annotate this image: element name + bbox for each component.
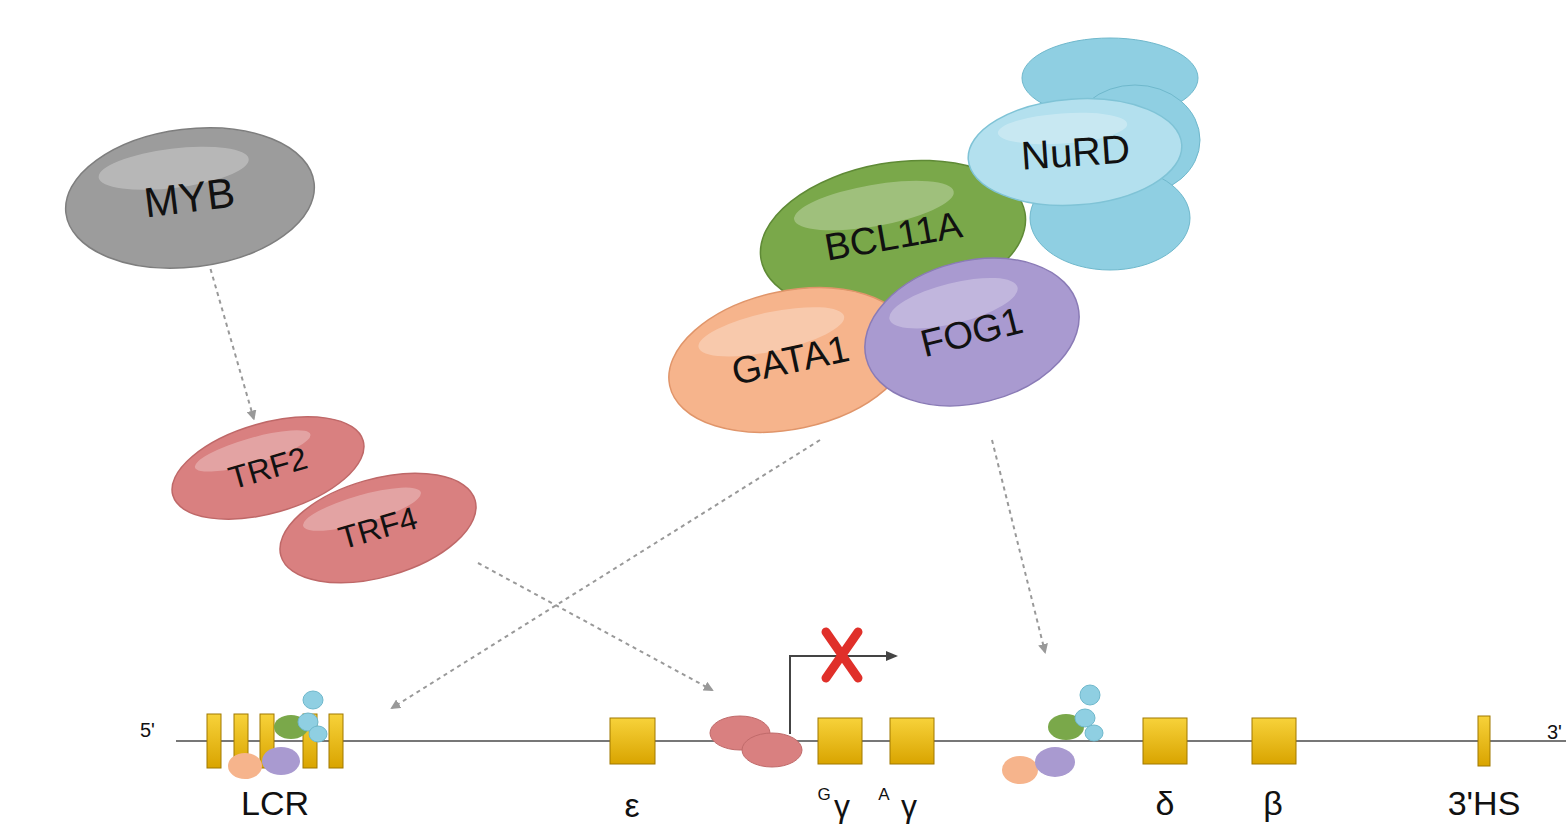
gene-box [1143,718,1187,764]
block-mark [826,632,858,678]
gene-box [818,718,862,764]
locus-label: A [878,786,889,803]
myb-ellipse: MYB [64,128,316,268]
locus-label: δ [1156,786,1175,820]
dna-strand [176,740,1566,742]
nurd-mini [303,691,323,709]
nurd-mini [1075,709,1095,727]
fog1-mini [1035,747,1075,777]
transcription-arrow [790,656,896,734]
locus-label: β [1263,786,1283,820]
ellipse-body [58,114,323,281]
hs-site [207,714,221,768]
locus-label: G [817,786,830,803]
locus-label: ε [624,788,639,822]
hs-site [329,714,343,768]
ellipse-body [267,453,488,603]
block-mark [826,632,858,678]
locus-label: γ [901,790,917,822]
locus-label: γ [834,790,850,822]
gene-box [1252,718,1296,764]
locus-label: 3' [1547,722,1562,742]
gene-box [610,718,655,764]
gene-box [890,718,934,764]
gata1-mini [1002,756,1038,784]
nurd-mini [1080,685,1100,705]
locus-label: LCR [241,786,309,820]
fog1-mini [262,747,300,775]
nurd-mini [309,726,327,742]
dashed-arrow [211,269,254,419]
locus-label: 5' [140,720,155,740]
locus-label: 3'HS [1448,786,1521,820]
fog1-ellipse: FOG1 [862,260,1082,404]
ellipse-body [849,237,1095,428]
trf4-mini [742,733,802,767]
node-label: NuRD [1019,126,1131,178]
trf4-ellipse: TRF4 [276,478,480,578]
nurd-mini [1085,725,1103,741]
hs-site [1478,716,1490,766]
dashed-arrow [992,440,1045,652]
nurd-ellipse: NuRD [967,98,1183,206]
gata1-mini [228,753,262,779]
